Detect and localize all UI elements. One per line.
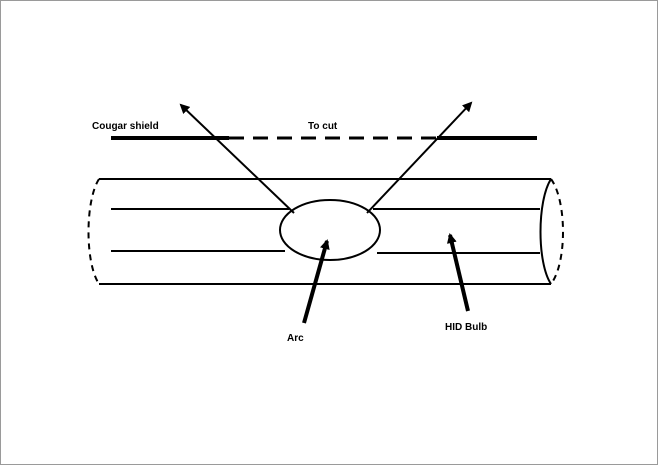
arc-label: Arc: [287, 333, 304, 344]
arc-capsule: [279, 199, 381, 261]
to-cut-label: To cut: [308, 121, 338, 132]
hid-bulb-label: HID Bulb: [445, 322, 487, 333]
hid-bulb-pointer-arrow: [446, 233, 470, 312]
cougar-shield-label: Cougar shield: [92, 121, 159, 132]
bulb-tube-right-end-inner: [539, 178, 552, 285]
light-ray-right-arrow: [366, 101, 473, 214]
arc-pointer-arrow: [302, 239, 330, 324]
light-ray-left-arrow: [179, 103, 295, 214]
bulb-tube-right-end-outer: [550, 178, 564, 285]
bulb-tube-left-end: [87, 178, 100, 285]
